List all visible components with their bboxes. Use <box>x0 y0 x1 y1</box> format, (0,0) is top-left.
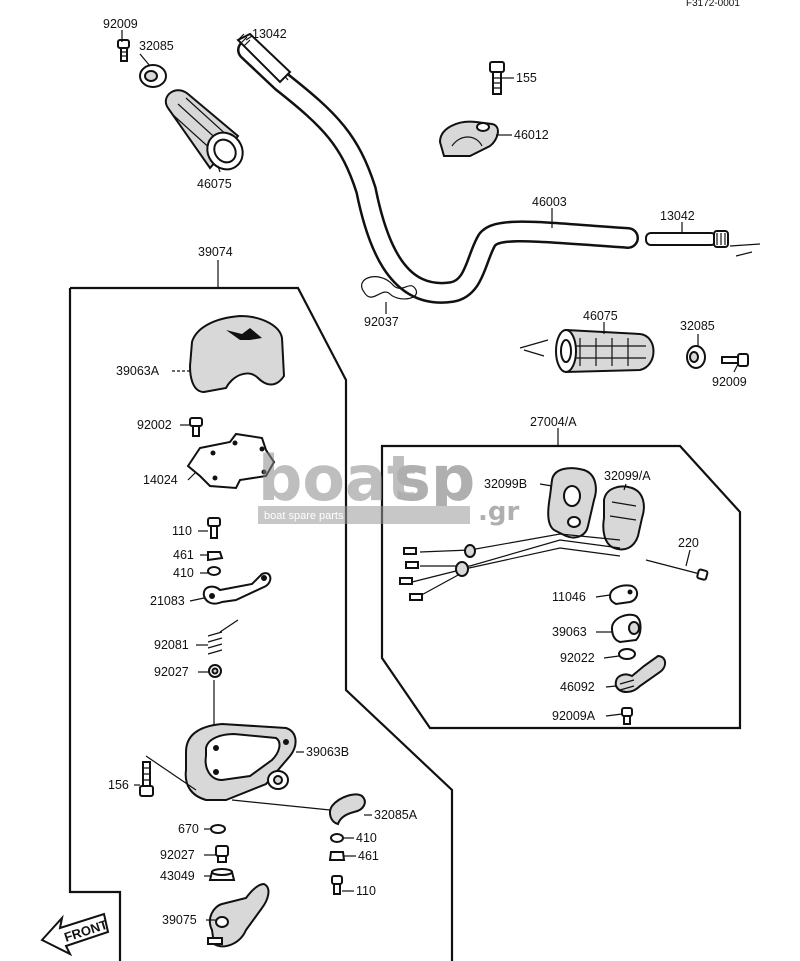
plate-11046-icon <box>608 584 638 606</box>
screw-156-icon <box>139 755 197 797</box>
bar-end-13042-left-icon <box>236 32 292 84</box>
callout-13042-left: 13042 <box>252 27 287 41</box>
watermark-brand-part1: boat <box>258 442 416 515</box>
bolt-92009-right-icon <box>721 353 749 367</box>
callout-21083: 21083 <box>150 594 185 608</box>
clip-92037-icon <box>361 276 417 300</box>
screw-220-icon <box>645 559 709 581</box>
callout-14024: 14024 <box>143 473 178 487</box>
callout-220: 220 <box>678 536 699 550</box>
screw-92009a-icon <box>621 707 633 725</box>
grip-46075-right-icon <box>519 328 655 374</box>
callout-39074: 39074 <box>198 245 233 259</box>
callout-156: 156 <box>108 778 129 792</box>
switch-32099b-icon <box>547 467 597 539</box>
callout-92009-left: 92009 <box>103 17 138 31</box>
callout-92002: 92002 <box>137 418 172 432</box>
screw-110-bottom-icon <box>331 875 343 895</box>
switch-32099a-icon <box>602 485 645 551</box>
watermark-logo: boat sp .gr <box>258 442 519 527</box>
cap-32085-right-icon <box>686 345 706 369</box>
o-ring-670-icon <box>210 824 226 834</box>
callout-670: 670 <box>178 822 199 836</box>
holder-46012-icon <box>438 120 499 157</box>
nut-92022-icon <box>618 648 636 660</box>
cap-32085-left-icon <box>139 64 167 88</box>
washer-410-bottom-icon <box>330 833 344 843</box>
watermark-domain: .gr <box>478 497 519 527</box>
bolt-92009-left-icon <box>117 39 130 62</box>
callout-32085-left: 32085 <box>139 39 174 53</box>
handlebar-46003-icon <box>237 39 639 304</box>
callout-39063: 39063 <box>552 625 587 639</box>
throttle-cover-39063-icon <box>610 613 642 644</box>
cap-43049-icon <box>208 868 236 881</box>
callout-27004a: 27004/A <box>530 415 577 429</box>
lever-21083-icon <box>202 572 272 605</box>
wiring-harness-icon <box>399 533 621 601</box>
bolt-155-icon <box>489 61 505 95</box>
lever-39075-icon <box>207 882 270 948</box>
screw-92002-icon <box>189 417 203 437</box>
callout-155: 155 <box>516 71 537 85</box>
plate-32085a-icon <box>231 793 366 826</box>
callout-46092: 46092 <box>560 680 595 694</box>
collar-92027-top-icon <box>208 664 222 678</box>
nut-461-top-icon <box>207 551 224 562</box>
grip-46075-left-icon <box>165 89 244 171</box>
callout-43049: 43049 <box>160 869 195 883</box>
callout-labels: 92009 32085 46075 13042 155 46012 46003 … <box>103 17 747 927</box>
callout-13042-right: 13042 <box>660 209 695 223</box>
callout-32099b: 32099B <box>484 477 527 491</box>
nut-461-bottom-icon <box>328 851 346 861</box>
bar-end-13042-right-icon <box>645 230 761 257</box>
callout-32085a: 32085A <box>374 808 418 822</box>
callout-46075-right: 46075 <box>583 309 618 323</box>
collar-92027-bottom-icon <box>215 845 229 863</box>
screw-110-top-icon <box>207 517 221 539</box>
callout-46012: 46012 <box>514 128 549 142</box>
assembly-frame-27004a <box>380 444 742 730</box>
front-direction-arrow-icon: FRONT <box>40 912 110 957</box>
callout-461-top: 461 <box>173 548 194 562</box>
callout-32099a: 32099/A <box>604 469 651 483</box>
callout-410-bottom: 410 <box>356 831 377 845</box>
assembly-frame-39074 <box>70 286 454 961</box>
spring-92081-icon <box>207 619 239 655</box>
watermark-tagline: boat spare parts <box>264 510 344 522</box>
gasket-14024-icon <box>186 432 276 490</box>
callout-92009-right: 92009 <box>712 375 747 389</box>
throttle-case-39063b-icon <box>184 722 297 801</box>
watermark-brand-part2: sp <box>394 442 475 515</box>
callout-92027-bottom: 92027 <box>160 848 195 862</box>
callout-92037: 92037 <box>364 315 399 329</box>
throttle-cover-39063a-icon <box>188 314 286 394</box>
lever-46092-icon <box>614 654 666 693</box>
callout-110-top: 110 <box>172 524 192 538</box>
callout-110-bottom: 110 <box>356 884 376 898</box>
callout-410-top: 410 <box>173 566 194 580</box>
callout-39063a: 39063A <box>116 364 160 378</box>
callout-92022: 92022 <box>560 651 595 665</box>
washer-410-top-icon <box>207 566 221 576</box>
drawing-code: F3172-0001 <box>686 0 740 9</box>
callout-39063b: 39063B <box>306 745 349 759</box>
callout-11046: 11046 <box>552 590 586 604</box>
callout-32085-right: 32085 <box>680 319 715 333</box>
callout-92009a: 92009A <box>552 709 596 723</box>
callout-92081: 92081 <box>154 638 189 652</box>
leader-lines <box>121 30 739 921</box>
callout-92027-top: 92027 <box>154 665 189 679</box>
callout-46075-left: 46075 <box>197 177 232 191</box>
callout-461-bottom: 461 <box>358 849 379 863</box>
callout-39075: 39075 <box>162 913 197 927</box>
callout-46003: 46003 <box>532 195 567 209</box>
